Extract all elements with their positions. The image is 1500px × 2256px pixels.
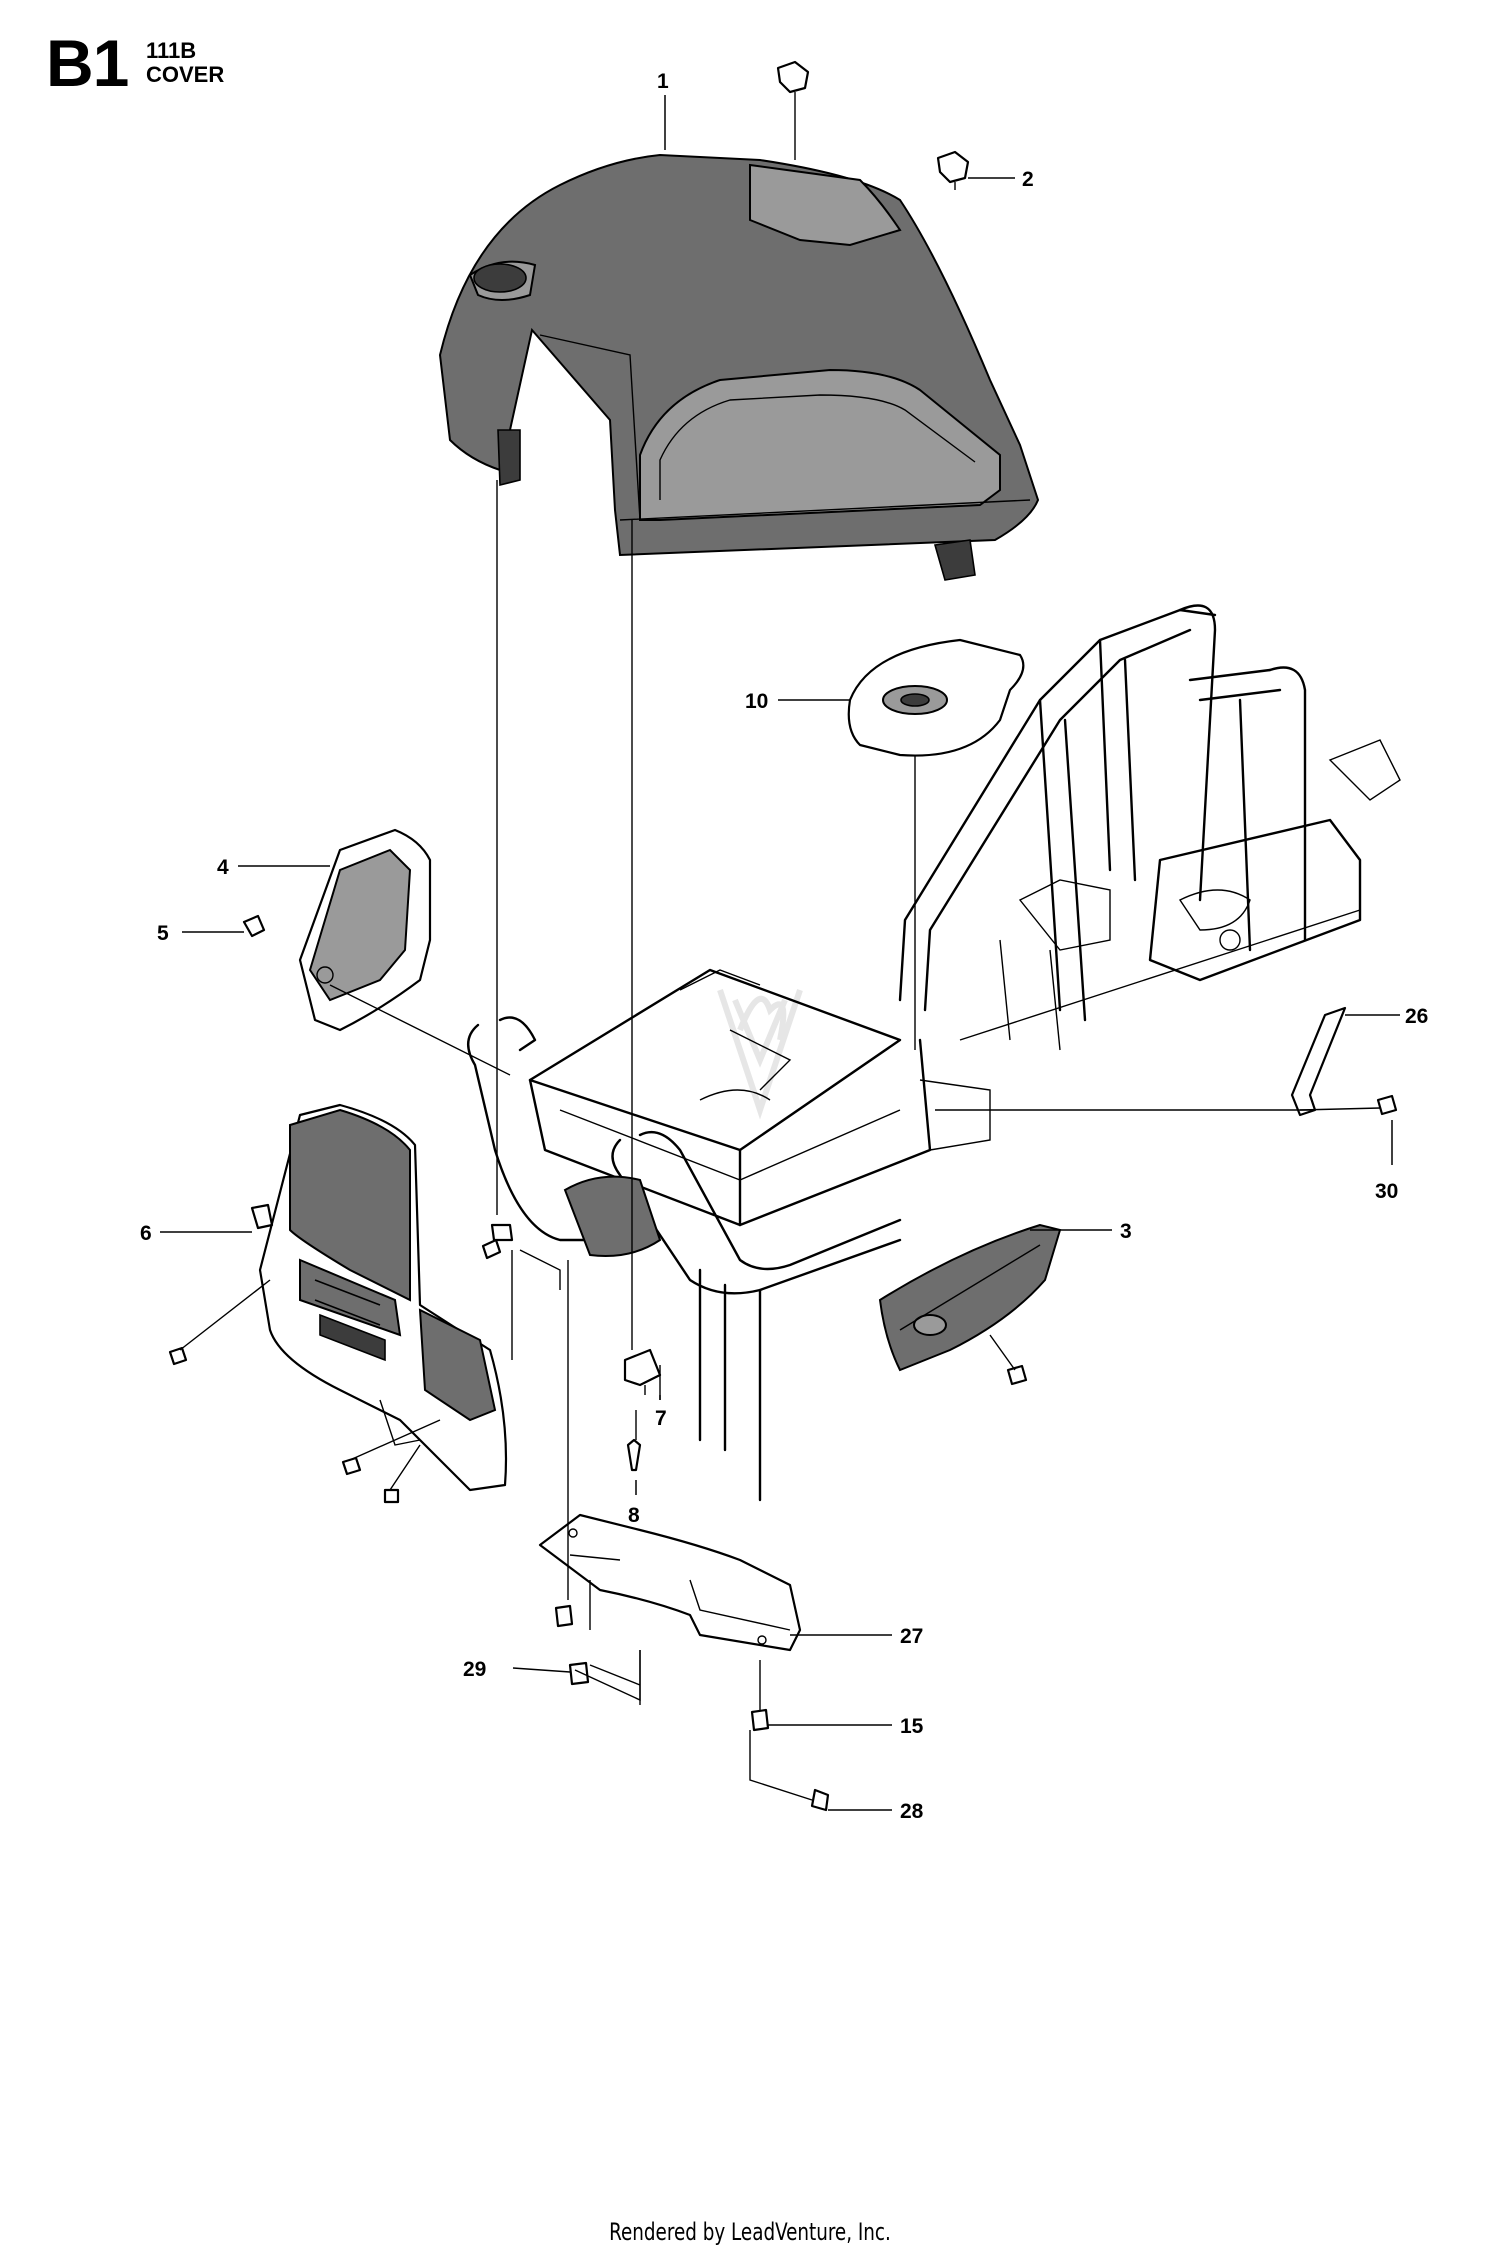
part-5-screw — [242, 914, 266, 938]
callout-28: 28 — [900, 1800, 924, 1823]
callout-30: 30 — [1375, 1180, 1398, 1203]
part-27-foot-plate — [538, 1513, 802, 1652]
callout-26: 26 — [1405, 1005, 1428, 1028]
callout-8: 8 — [628, 1504, 640, 1527]
callout-2: 2 — [1022, 168, 1034, 191]
reference-lines — [179, 480, 1381, 1801]
callout-3: 3 — [1120, 1220, 1132, 1243]
part-8-bolt — [626, 1438, 642, 1472]
model-number: 111B — [146, 38, 197, 63]
front-bumper-tube — [467, 1016, 902, 1502]
callout-labels: 1 2 3 4 5 6 7 8 10 15 26 27 28 29 30 — [140, 70, 1428, 1823]
part-6-front-grille — [250, 1103, 508, 1492]
callout-15: 15 — [900, 1715, 924, 1738]
watermark-logo — [717, 989, 803, 1120]
tractor-frame — [898, 604, 1401, 1051]
part-30-screw — [1376, 1094, 1398, 1116]
part-26-rod — [1290, 1006, 1347, 1117]
section-code: B1 — [46, 26, 129, 100]
callout-6: 6 — [140, 1222, 152, 1245]
callout-29: 29 — [463, 1658, 486, 1681]
part-10-pulley-guard — [847, 638, 1025, 1050]
callout-7: 7 — [655, 1407, 667, 1430]
diagram-title: COVER — [146, 62, 225, 87]
callout-10: 10 — [745, 690, 768, 713]
part-2-clip — [776, 60, 970, 190]
part-3-right-panel — [878, 1223, 1062, 1372]
part-7-clamp — [623, 1348, 662, 1395]
callout-5: 5 — [157, 922, 169, 945]
callout-1: 1 — [657, 70, 669, 93]
part-1-hood-cover — [438, 153, 1040, 581]
callout-27: 27 — [900, 1625, 923, 1648]
callout-leaders — [160, 95, 1400, 1811]
part-4-left-panel — [298, 828, 511, 1076]
footer-credit: Rendered by LeadVenture, Inc. — [609, 2218, 891, 2246]
hardware-fasteners — [168, 1223, 1028, 1812]
callout-4: 4 — [217, 856, 229, 879]
